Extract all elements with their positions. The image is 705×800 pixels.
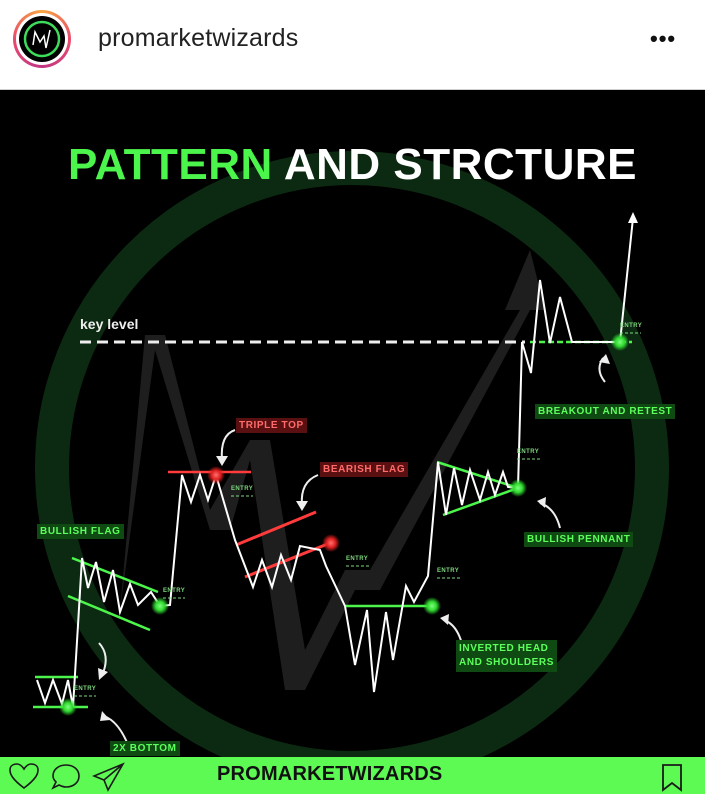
label-triple-top: TRIPLE TOP [236, 418, 307, 433]
label-2x-bottom: 2X BOTTOM [110, 741, 180, 756]
entry-label: ENTRY [517, 449, 540, 455]
footer-bar: PROMARKETWIZARDS [0, 757, 705, 794]
username[interactable]: promarketwizards [98, 24, 299, 52]
entry-label: ENTRY [346, 556, 369, 562]
entry-label: ENTRY [74, 686, 97, 692]
title-pattern: PATTERN [68, 140, 273, 189]
label-breakout-retest: BREAKOUT AND RETEST [535, 404, 676, 419]
label-bullish-flag: BULLISH FLAG [37, 524, 124, 539]
label-bearish-flag: BEARISH FLAG [320, 462, 409, 477]
post-title: PATTERN AND STRCTURE [0, 140, 705, 190]
price-path [36, 217, 634, 708]
title-structure: AND STRCTURE [283, 140, 637, 189]
heart-icon[interactable] [8, 762, 40, 790]
post-header: promarketwizards ••• [0, 0, 705, 90]
bookmark-icon[interactable] [660, 763, 684, 793]
post-image: PATTERN AND STRCTURE key level [0, 90, 705, 757]
send-icon[interactable] [92, 762, 126, 792]
bottom-margin [0, 794, 705, 800]
comment-icon[interactable] [50, 762, 82, 792]
avatar[interactable] [13, 10, 71, 68]
entry-label: ENTRY [437, 568, 460, 574]
background-watermark [35, 151, 669, 757]
label-inverted-head-shoulders: INVERTED HEAD AND SHOULDERS [456, 640, 558, 672]
entry-label: ENTRY [620, 323, 643, 329]
logo-icon [23, 20, 61, 58]
label-bullish-pennant: BULLISH PENNANT [524, 532, 634, 547]
footer-brand: PROMARKETWIZARDS [217, 763, 443, 785]
key-level-label: key level [80, 316, 139, 332]
entry-label: ENTRY [231, 486, 254, 492]
entry-label: ENTRY [163, 588, 186, 594]
more-options-button[interactable]: ••• [650, 26, 677, 51]
price-chart [33, 212, 641, 751]
